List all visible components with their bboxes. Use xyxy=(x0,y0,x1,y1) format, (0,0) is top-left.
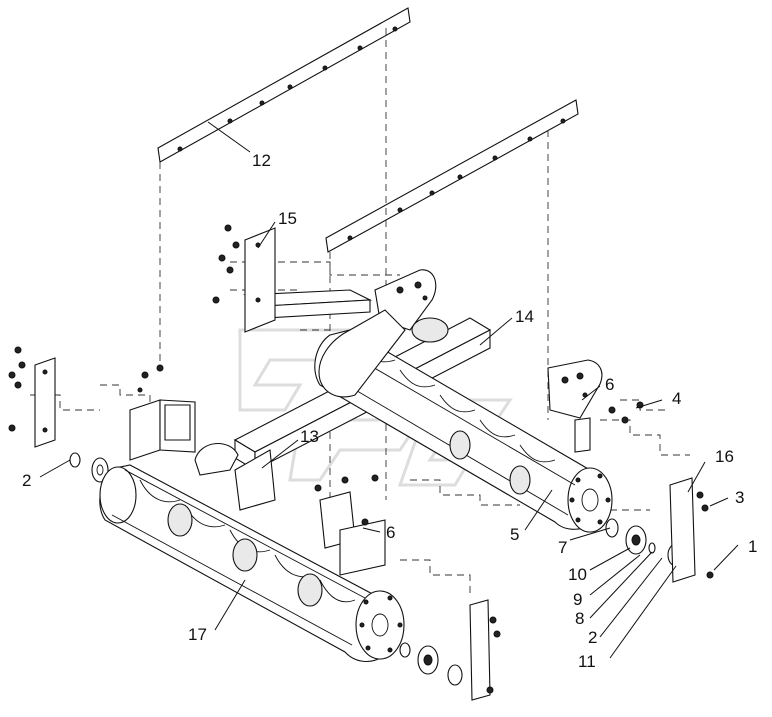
rear-roller xyxy=(314,329,613,533)
front-left-plate xyxy=(8,346,56,448)
front-roller xyxy=(99,464,405,662)
callout-9: 9 xyxy=(573,590,582,609)
rear-right-bracket xyxy=(547,359,603,453)
callout-17: 17 xyxy=(188,625,207,644)
callout-6-lower: 6 xyxy=(386,523,395,542)
rear-left-casting xyxy=(318,269,449,398)
flat-bar-upper xyxy=(157,7,411,163)
callout-2-left: 2 xyxy=(22,471,31,490)
front-left-brackets xyxy=(129,364,276,511)
callout-6-upper: 6 xyxy=(605,375,614,394)
callout-13: 13 xyxy=(300,427,319,446)
callout-10: 10 xyxy=(568,565,587,584)
callout-labels: 12 15 14 6 4 13 16 2 3 6 5 1 7 10 9 8 2 … xyxy=(22,151,757,671)
callout-14: 14 xyxy=(515,307,534,326)
callout-7: 7 xyxy=(558,538,567,557)
callout-1: 1 xyxy=(748,537,757,556)
callout-4: 4 xyxy=(672,389,681,408)
callout-3: 3 xyxy=(735,488,744,507)
left-upper-plate xyxy=(212,224,276,333)
front-right-bearing-stack xyxy=(399,599,501,701)
callout-16: 16 xyxy=(715,447,734,466)
callout-12: 12 xyxy=(252,151,271,170)
leader-lines xyxy=(39,121,739,659)
callout-11: 11 xyxy=(578,652,596,671)
callout-15: 15 xyxy=(278,209,297,228)
flat-bar-lower xyxy=(325,99,579,253)
rear-right-bearing-stack xyxy=(605,401,714,583)
callout-8: 8 xyxy=(575,609,584,628)
callout-5: 5 xyxy=(510,525,519,544)
center-bracket xyxy=(314,474,386,576)
callout-2-right: 2 xyxy=(588,628,597,647)
